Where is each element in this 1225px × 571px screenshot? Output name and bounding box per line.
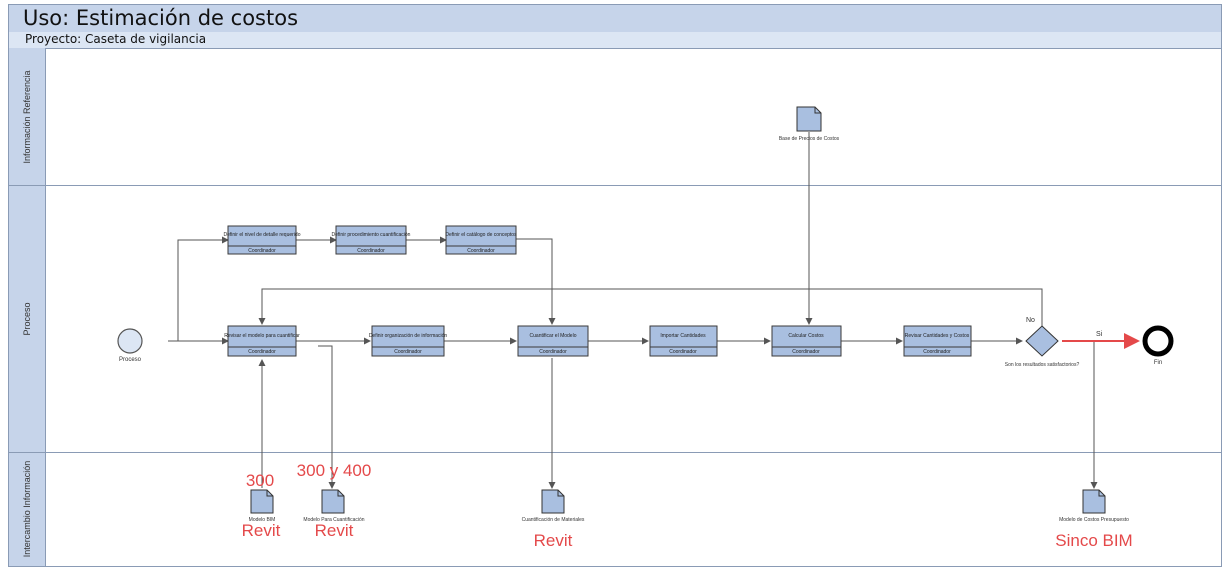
document-icon [541,489,565,514]
task-box: Definir organización de información Coor… [369,325,448,357]
document-caption: Modelo BIM [249,517,276,523]
task-box: Definir el catálogo de conceptos Coordin… [445,225,517,255]
document-icon [1082,489,1106,514]
gateway-question: Son los resultados satisfactorios? [1005,362,1080,368]
task-label: Revisar Cantidades y Costos [905,333,970,339]
task-role: Coordinador [669,349,697,355]
lane-header-exchange: Intercambio Información [9,452,46,566]
gateway-no-label: No [1026,317,1035,324]
task-role: Coordinador [792,349,820,355]
task-box: Importar Cantidades Coordinador [649,325,718,357]
lane-header-process: Proceso [9,185,46,452]
task-label: Definir el nivel de detalle requerido [224,232,301,238]
end-event [1142,325,1174,357]
task-box: Cuantificar el Modelo Coordinador [517,325,589,357]
task-label: Cuantificar el Modelo [530,333,577,339]
task-box: Revisar Cantidades y Costos Coordinador [903,325,972,357]
document-icon [796,106,822,132]
task-box: Definir el nivel de detalle requerido Co… [224,225,301,255]
software-annotation: Revit [242,521,281,540]
level-annotation: 300 y 400 [297,461,372,480]
lane-separator [9,452,1221,453]
document-icon [321,489,345,514]
task-role: Coordinador [357,248,385,254]
task-role: Coordinador [394,349,422,355]
software-annotation: Revit [315,521,354,540]
connector [516,238,556,325]
document-caption: Modelo de Costos Presupuesto [1059,517,1129,523]
loop-back-connector [258,288,1043,326]
start-event [117,328,143,354]
document-icon [250,489,274,514]
task-box: Calcular Costos Coordinador [771,325,842,357]
task-label: Importar Cantidades [660,333,706,339]
software-annotation: Sinco BIM [1055,531,1132,550]
connector [168,236,229,342]
document-caption: Cuantificación de Materiales [522,517,585,523]
diagram-frame [8,4,1222,567]
level-annotation: 300 [246,471,274,490]
document-caption: Modelo Para Cuantificación [303,517,364,523]
lane-header-reference: Información Referencia [9,48,46,185]
task-label: Revisar el modelo para cuantificar [224,333,300,339]
task-label: Definir el catálogo de conceptos [445,232,517,238]
connector [318,345,336,489]
task-role: Coordinador [248,248,276,254]
project-subtitle: Proyecto: Caseta de vigilancia [25,32,207,46]
task-role: Coordinador [467,248,495,254]
task-role: Coordinador [248,349,276,355]
task-role: Coordinador [539,349,567,355]
decision-gateway [1025,325,1059,357]
task-box: Definir procedimiento cuantificación Coo… [332,225,411,255]
lane-separator [9,185,1221,186]
task-box: Revisar el modelo para cuantificar Coord… [224,325,300,357]
task-label: Definir organización de información [369,333,448,339]
end-event-label: Fin [1154,360,1162,366]
subtitle-bar: Proyecto: Caseta de vigilancia [9,32,1221,49]
task-label: Definir procedimiento cuantificación [332,232,411,238]
task-label: Calcular Costos [788,333,824,339]
reference-doc-caption: Base de Precios de Costos [779,136,840,142]
gateway-yes-label: Si [1096,331,1103,338]
software-annotation: Revit [534,531,573,550]
diagram-title: Uso: Estimación de costos [23,6,299,30]
start-event-label: Proceso [119,357,142,363]
task-role: Coordinador [923,349,951,355]
